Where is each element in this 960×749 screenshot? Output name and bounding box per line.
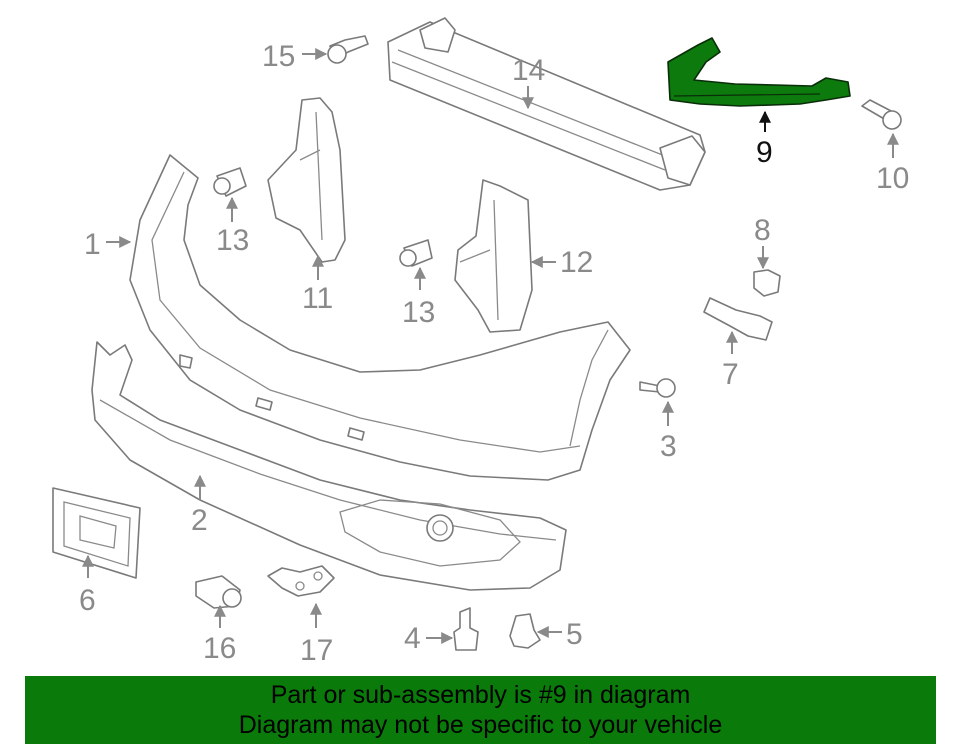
callout-13-upper: 13 [216, 224, 249, 257]
callout-12: 12 [560, 246, 593, 279]
highlight-banner: Part or sub-assembly is #9 in diagram Di… [25, 676, 936, 744]
part-4-fastener [453, 607, 479, 651]
callout-11: 11 [302, 282, 333, 315]
part-12-bracket [454, 179, 533, 333]
part-7-bracket [703, 297, 773, 341]
part-11-bracket [267, 97, 346, 263]
part-8-nut [753, 269, 781, 297]
banner-line-1: Part or sub-assembly is #9 in diagram [270, 681, 691, 709]
callout-10: 10 [876, 162, 909, 195]
callout-9: 9 [756, 136, 773, 169]
callout-16: 16 [203, 632, 236, 665]
part-13-clip-upper [213, 167, 247, 197]
part-2-lower-bumper [91, 341, 567, 591]
callout-7: 7 [722, 358, 739, 391]
banner-line-2: Diagram may not be specific to your vehi… [238, 711, 723, 739]
part-16-sensor [195, 575, 242, 609]
callout-6: 6 [79, 584, 96, 617]
part-13-clip-lower [399, 239, 433, 267]
part-14-bumper-beam [387, 17, 706, 191]
callout-13-lower: 13 [402, 296, 435, 329]
part-17-bracket [267, 565, 335, 597]
parts-diagram: 15 14 9 10 13 1 11 13 12 8 7 3 2 6 16 17… [52, 17, 909, 667]
part-6-plate-bracket [52, 487, 141, 579]
callout-1: 1 [84, 228, 101, 261]
callout-8: 8 [754, 214, 771, 247]
part-9-bracket-highlighted [667, 37, 851, 107]
callout-3: 3 [660, 430, 677, 463]
part-15-bolt [327, 35, 369, 64]
part-1-bumper-cover [129, 154, 631, 481]
part-10-bolt [861, 99, 902, 130]
callout-17: 17 [300, 634, 333, 667]
callout-15: 15 [262, 40, 295, 73]
callout-4: 4 [404, 622, 421, 655]
callout-2: 2 [191, 504, 208, 537]
leader-lines [82, 48, 899, 644]
callout-14: 14 [512, 54, 545, 87]
part-3-screw [639, 378, 676, 398]
part-5-clip [509, 613, 541, 649]
callout-5: 5 [566, 618, 583, 651]
